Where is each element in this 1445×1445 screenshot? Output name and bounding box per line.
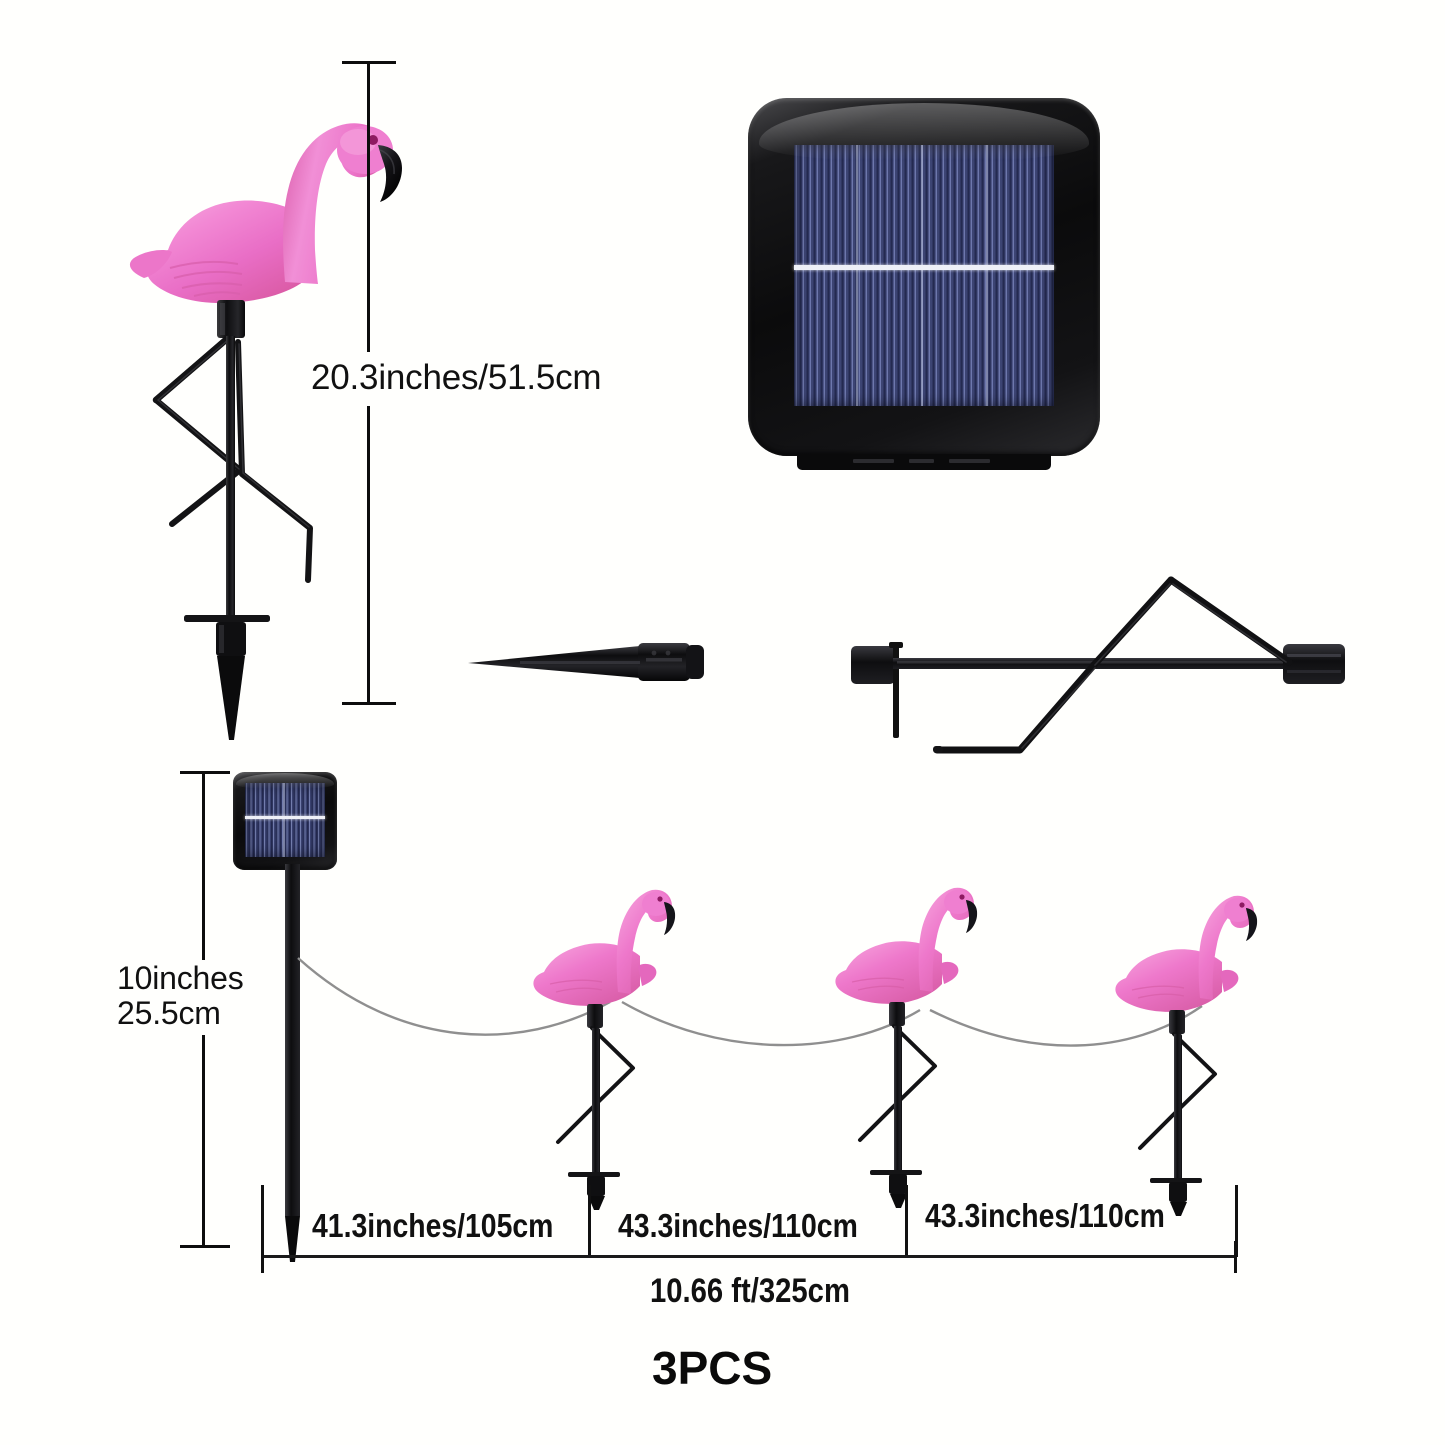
segment-tick-1 [588, 1185, 591, 1257]
segment-label-2: 43.3inches/110cm [925, 1197, 1165, 1234]
total-length-right-cap [1234, 1241, 1237, 1273]
segment-tick-0 [261, 1185, 264, 1257]
segment-tick-2 [905, 1185, 908, 1257]
segment-tick-3 [1235, 1185, 1238, 1257]
total-length-bar [261, 1255, 1237, 1258]
stake-dim-line-upper [367, 62, 370, 352]
panel-dim-line-lower [202, 1035, 205, 1247]
total-length-left-cap [261, 1241, 264, 1273]
solar-panel-busbar [793, 264, 1055, 270]
panel-height-label-line1: 10inches [117, 960, 244, 996]
panel-height-label-line2: 25.5cm [117, 995, 221, 1031]
string-flamingo-2 [832, 878, 978, 1208]
pieces-count-label: 3PCS [652, 1342, 773, 1394]
panel-dim-bottom-cap [180, 1245, 230, 1248]
string-solar-panel [233, 772, 337, 870]
segment-label-1: 43.3inches/110cm [618, 1207, 858, 1244]
segment-label-0: 41.3inches/105cm [312, 1207, 554, 1244]
panel-dim-line-upper [202, 772, 205, 960]
total-length-label: 10.66 ft/325cm [650, 1272, 850, 1310]
stake-height-label: 20.3inches/51.5cm [311, 358, 602, 397]
solar-panel-base-foot [797, 454, 1051, 470]
string-flamingo-1 [530, 880, 676, 1210]
ground-spike-stake [460, 628, 720, 698]
panel-dim-top-cap [180, 771, 230, 774]
string-wire [290, 940, 1220, 1070]
stake-dim-line-lower [367, 406, 370, 703]
string-solar-panel-frame [233, 772, 337, 870]
string-solar-panel-pole [272, 864, 312, 1264]
string-solar-panel-cell [245, 782, 325, 858]
solar-panel-cell [793, 144, 1055, 406]
wire-leg-frame [845, 558, 1355, 773]
solar-panel-frame [748, 98, 1100, 456]
stake-dim-bottom-cap [342, 702, 396, 705]
string-flamingo-3 [1112, 886, 1258, 1216]
solar-panel-module [748, 98, 1100, 470]
